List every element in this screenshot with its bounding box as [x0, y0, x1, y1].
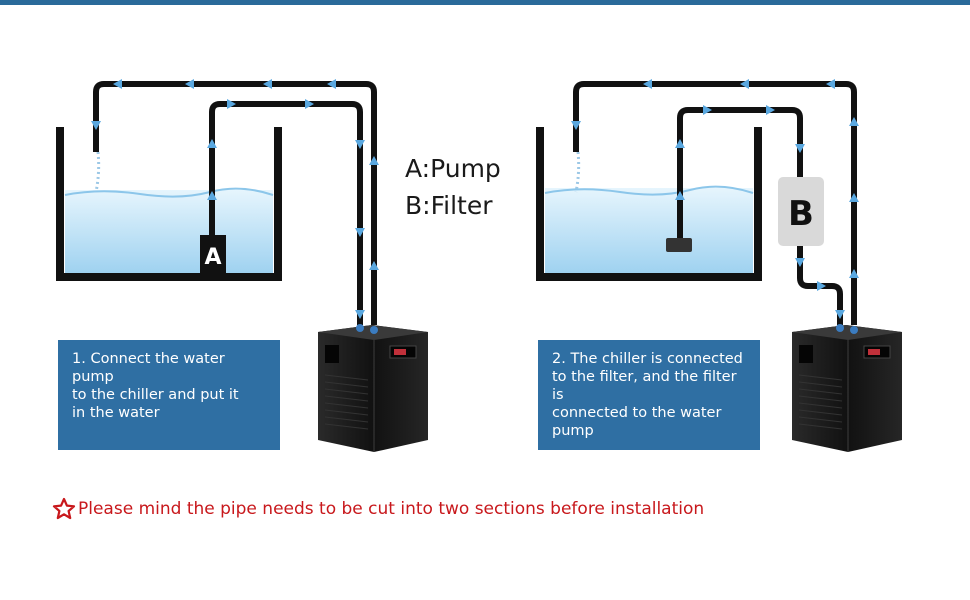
caption-line: to the chiller and put it — [72, 387, 239, 403]
flow-arrow-icon — [91, 79, 379, 319]
chiller-unit — [318, 324, 428, 452]
note-text: Please mind the pipe needs to be cut int… — [78, 499, 705, 519]
legend-filter: B:Filter — [405, 191, 493, 220]
caption-line: to the filter, and the filter is — [552, 369, 737, 403]
caption-line: pump — [552, 423, 594, 439]
tank — [536, 127, 762, 281]
filter-marker — [778, 177, 824, 246]
pump-filter-pipe — [677, 107, 803, 240]
scene-two: B — [536, 79, 902, 452]
tank-water — [65, 190, 273, 273]
pump-marker — [200, 235, 226, 273]
red-star-icon — [52, 497, 76, 520]
return-pipe — [93, 81, 377, 325]
caption-line: connected to the water — [552, 405, 722, 421]
caption-line: 2. The chiller is connected — [552, 351, 743, 367]
header-bar — [0, 0, 970, 5]
caption-line: in the water — [72, 405, 160, 421]
return-pipe — [573, 81, 857, 325]
pump-pipe — [209, 101, 363, 325]
tank — [56, 127, 282, 281]
pump-marker-label: A — [204, 245, 221, 270]
tank-water — [545, 188, 753, 273]
filter-marker-label: B — [788, 194, 814, 234]
installation-note: Please mind the pipe needs to be cut int… — [52, 497, 704, 521]
pump-body — [666, 238, 692, 252]
legend-pump: A:Pump — [405, 154, 501, 183]
caption-step-one: 1. Connect the water pump to the chiller… — [58, 340, 280, 450]
legend: A:Pump B:Filter — [405, 150, 501, 224]
chiller-unit — [792, 324, 902, 452]
scene-one: A — [56, 79, 428, 452]
caption-step-two: 2. The chiller is connected to the filte… — [538, 340, 760, 450]
caption-line: 1. Connect the water pump — [72, 351, 225, 385]
flow-arrow-icon — [571, 79, 859, 319]
